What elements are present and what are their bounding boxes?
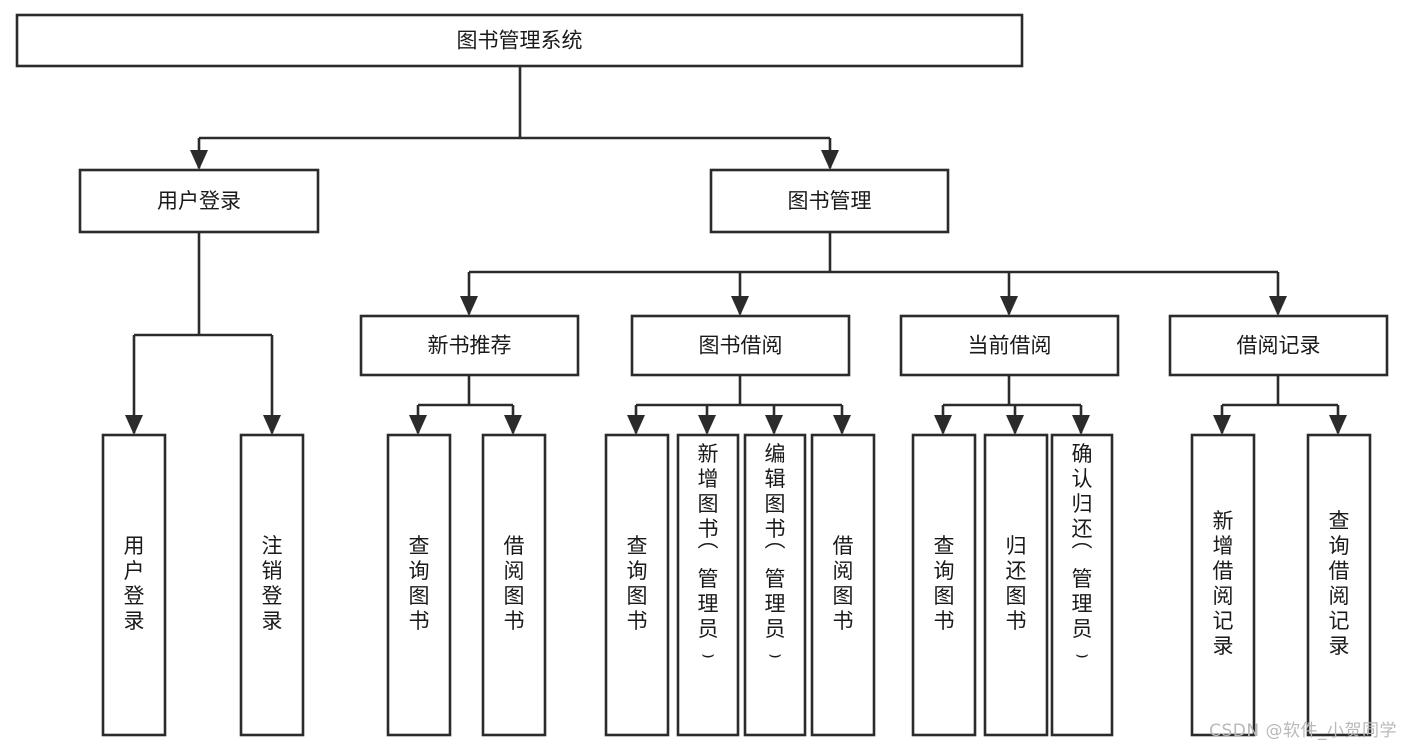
node-book-borrow-rect[interactable] [630, 314, 851, 377]
node-leaf-query-book-3-label: 查询图书 [934, 534, 955, 633]
arrow-to-leaf-3-0 [1213, 415, 1231, 435]
arrow-to-leaf-2-2 [1072, 415, 1090, 435]
node-current-borrow-rect[interactable] [899, 314, 1120, 377]
node-leaf-borrow-book-2-label: 借阅图书 [833, 534, 854, 633]
node-leaf-query-book-3-rect[interactable] [911, 433, 977, 737]
arrow-to-leaf-0-0 [409, 415, 427, 435]
node-user-login-rect[interactable] [78, 168, 320, 234]
node-leaf-query-borrow-record[interactable]: 查询借阅记录 [1306, 433, 1372, 737]
node-leaf-return-book[interactable]: 归还图书 [983, 433, 1049, 737]
node-leaf-query-borrow-record-rect[interactable] [1306, 433, 1372, 737]
node-user-login-label: 用户登录 [157, 189, 241, 213]
node-book-borrow[interactable]: 图书借阅 [630, 314, 851, 377]
arrow-to-leaf-3-1 [1329, 415, 1347, 435]
arrow-to-leaf-1-1 [698, 415, 716, 435]
node-leaf-query-book-2[interactable]: 查询图书 [604, 433, 670, 737]
node-leaf-add-borrow-record-label: 新增借阅记录 [1213, 509, 1234, 658]
node-book-manage[interactable]: 图书管理 [709, 168, 950, 234]
node-root-system-rect[interactable] [15, 13, 1024, 68]
node-leaf-borrow-book-1-rect[interactable] [481, 433, 547, 737]
node-leaf-query-book-2-rect[interactable] [604, 433, 670, 737]
watermark-text: CSDN @软件_小贺同学 [1209, 721, 1397, 741]
node-root-system[interactable]: 图书管理系统 [15, 13, 1024, 68]
node-borrow-record-rect[interactable] [1168, 314, 1389, 377]
node-leaf-user-logout-label: 注销登录 [262, 534, 283, 633]
node-leaf-add-book-label: 新增图书⌒管理员⌣ [698, 442, 719, 666]
node-leaf-borrow-book-2[interactable]: 借阅图书 [810, 433, 876, 737]
node-user-login[interactable]: 用户登录 [78, 168, 320, 234]
node-leaf-user-login[interactable]: 用户登录 [101, 433, 167, 737]
node-leaf-query-borrow-record-label: 查询借阅记录 [1329, 509, 1350, 658]
node-book-manage-rect[interactable] [709, 168, 950, 234]
node-borrow-record[interactable]: 借阅记录 [1168, 314, 1389, 377]
node-leaf-query-book-3[interactable]: 查询图书 [911, 433, 977, 737]
arrow-to-leaf-0-1 [504, 415, 522, 435]
node-borrow-record-label: 借阅记录 [1237, 334, 1321, 358]
arrow-to-user-leaf-1 [263, 415, 281, 435]
node-current-borrow[interactable]: 当前借阅 [899, 314, 1120, 377]
node-current-borrow-label: 当前借阅 [968, 334, 1052, 358]
arrow-to-level2-1 [821, 150, 839, 170]
arrow-to-leaf-2-0 [934, 415, 952, 435]
node-leaf-edit-book-label: 编辑图书⌒管理员⌣ [765, 442, 786, 666]
node-leaf-add-book-rect[interactable] [676, 433, 740, 737]
node-new-book-recommend-label: 新书推荐 [428, 334, 512, 358]
node-leaf-query-book-2-label: 查询图书 [627, 534, 648, 633]
node-leaf-borrow-book-1[interactable]: 借阅图书 [481, 433, 547, 737]
node-leaf-query-book-1-rect[interactable] [386, 433, 452, 737]
node-layer: 图书管理系统用户登录图书管理新书推荐图书借阅当前借阅借阅记录用户登录注销登录查询… [15, 13, 1389, 737]
node-leaf-confirm-return-rect[interactable] [1050, 433, 1114, 737]
node-leaf-query-book-1[interactable]: 查询图书 [386, 433, 452, 737]
arrow-to-leaf-2-1 [1006, 415, 1024, 435]
arrow-to-level3-2 [1000, 296, 1018, 316]
node-leaf-return-book-rect[interactable] [983, 433, 1049, 737]
arrow-to-level3-3 [1269, 296, 1287, 316]
arrow-to-leaf-1-2 [765, 415, 783, 435]
arrow-to-user-leaf-0 [125, 415, 143, 435]
node-book-manage-label: 图书管理 [788, 189, 872, 213]
connector-layer [125, 66, 1347, 435]
node-root-system-label: 图书管理系统 [457, 29, 583, 53]
node-book-borrow-label: 图书借阅 [699, 334, 783, 358]
node-leaf-user-login-rect[interactable] [101, 433, 167, 737]
arrow-to-level2-0 [190, 150, 208, 170]
node-leaf-edit-book-rect[interactable] [743, 433, 807, 737]
node-leaf-user-login-label: 用户登录 [124, 534, 145, 633]
node-leaf-borrow-book-1-label: 借阅图书 [504, 534, 525, 633]
arrow-to-level3-1 [731, 296, 749, 316]
node-leaf-confirm-return-label: 确认归还⌒管理员⌣ [1072, 442, 1093, 666]
node-leaf-borrow-book-2-rect[interactable] [810, 433, 876, 737]
node-new-book-recommend-rect[interactable] [359, 314, 580, 377]
node-leaf-user-logout-rect[interactable] [239, 433, 305, 737]
node-leaf-return-book-label: 归还图书 [1006, 534, 1027, 633]
node-leaf-edit-book[interactable]: 编辑图书⌒管理员⌣ [743, 433, 807, 737]
node-leaf-add-borrow-record-rect[interactable] [1190, 433, 1256, 737]
arrow-to-level3-0 [460, 296, 478, 316]
node-leaf-add-borrow-record[interactable]: 新增借阅记录 [1190, 433, 1256, 737]
node-leaf-user-logout[interactable]: 注销登录 [239, 433, 305, 737]
arrow-to-leaf-1-0 [627, 415, 645, 435]
node-leaf-query-book-1-label: 查询图书 [409, 534, 430, 633]
node-leaf-confirm-return[interactable]: 确认归还⌒管理员⌣ [1050, 433, 1114, 737]
arrow-to-leaf-1-3 [833, 415, 851, 435]
node-leaf-add-book[interactable]: 新增图书⌒管理员⌣ [676, 433, 740, 737]
node-new-book-recommend[interactable]: 新书推荐 [359, 314, 580, 377]
